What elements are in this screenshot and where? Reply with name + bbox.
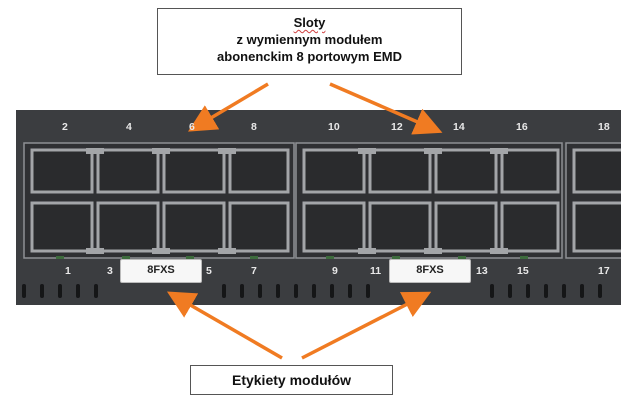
port-2	[30, 148, 94, 194]
port-16	[500, 148, 560, 194]
port-number-bottom: 17	[598, 265, 610, 277]
port-number-bottom: 3	[107, 265, 113, 277]
status-led	[186, 256, 194, 259]
port-number-top: 4	[126, 121, 132, 133]
status-led	[326, 256, 334, 259]
status-led	[250, 256, 258, 259]
port-8	[228, 148, 290, 194]
callout-line-3: abonenckim 8 portowym EMD	[217, 49, 402, 64]
port-number-bottom: 9	[332, 265, 338, 277]
port-grid-slot-3	[572, 148, 621, 253]
arrow-to-label-1	[166, 291, 283, 360]
port-latches	[86, 148, 508, 254]
port-number-top: 10	[328, 121, 340, 133]
arrow-to-label-2	[301, 291, 432, 360]
port-number-top: 18	[598, 121, 610, 133]
slots-callout: Sloty z wymiennym modułem abonenckim 8 p…	[157, 8, 462, 75]
port-number-top: 6	[189, 121, 195, 133]
arrow-to-slot-1	[187, 82, 269, 132]
port-number-bottom: 5	[206, 265, 212, 277]
status-led	[392, 256, 400, 259]
status-led	[520, 256, 528, 259]
port-number-bottom: 1	[65, 265, 71, 277]
status-led	[122, 256, 130, 259]
port-12	[368, 148, 432, 194]
port-number-bottom: 13	[476, 265, 488, 277]
port-14	[434, 148, 498, 194]
port-5	[162, 201, 226, 253]
port-3	[96, 201, 160, 253]
port-7	[228, 201, 290, 253]
port-number-top: 8	[251, 121, 257, 133]
port-15	[500, 201, 560, 253]
port-grid-slot-1	[30, 148, 290, 253]
port-number-top: 2	[62, 121, 68, 133]
port-number-bottom: 7	[251, 265, 257, 277]
port-17	[572, 201, 621, 253]
port-grid-slot-2	[302, 148, 560, 253]
port-number-bottom: 11	[370, 265, 382, 277]
callout-line-2: z wymiennym modułem	[236, 32, 383, 47]
port-6	[162, 148, 226, 194]
port-13	[434, 201, 498, 253]
port-1	[30, 201, 94, 253]
port-10	[302, 148, 366, 194]
port-18	[572, 148, 621, 194]
module-labels-callout: Etykiety modułów	[190, 365, 393, 395]
module-label-2: 8FXS	[389, 259, 471, 283]
port-9	[302, 201, 366, 253]
port-4	[96, 148, 160, 194]
arrows	[166, 82, 443, 360]
port-number-top: 16	[516, 121, 528, 133]
port-number-top: 12	[391, 121, 403, 133]
status-led	[458, 256, 466, 259]
port-number-top: 14	[453, 121, 465, 133]
port-number-bottom: 15	[517, 265, 529, 277]
module-label-1: 8FXS	[120, 259, 202, 283]
vent-slots	[22, 284, 602, 298]
status-led	[56, 256, 64, 259]
callout-title: Sloty	[293, 15, 326, 30]
port-11	[368, 201, 432, 253]
arrow-to-slot-2	[329, 82, 443, 135]
